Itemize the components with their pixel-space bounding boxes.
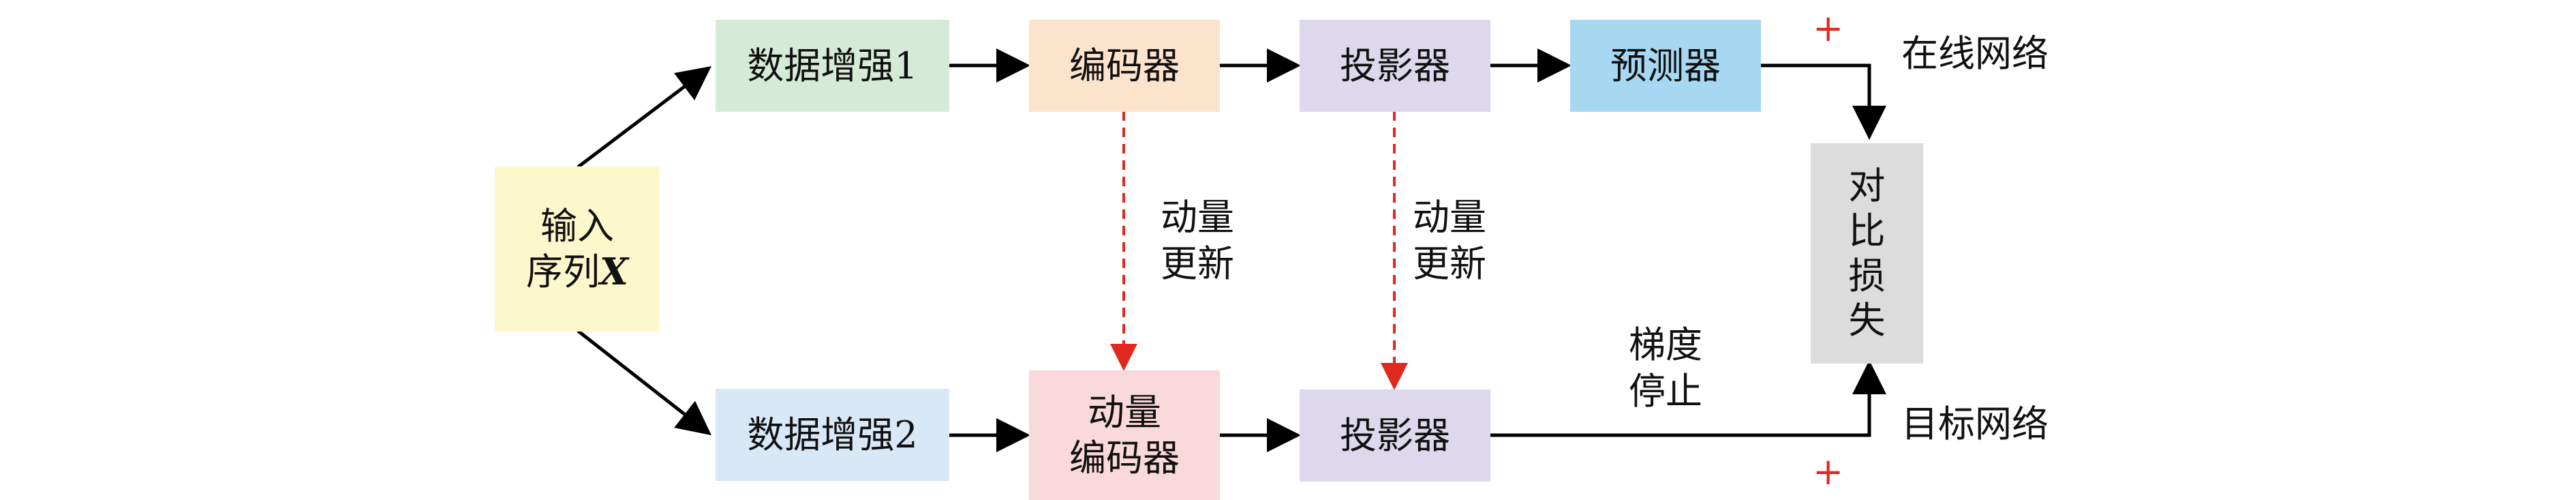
online-network-label: 在线网络 <box>1901 32 2049 75</box>
arrow-projector-to-loss <box>1490 360 1886 437</box>
momentum-encoder-box: 动量 编码器 <box>1029 370 1220 500</box>
data-augmentation-1-box: 数据增强1 <box>716 20 949 112</box>
momentum-update-label-2: 动量 更新 <box>1413 196 1486 285</box>
momentum-update-label-1: 动量 更新 <box>1161 196 1234 285</box>
stop-gradient-label: 梯度 停止 <box>1629 323 1702 413</box>
input-line1: 输入 <box>540 204 614 248</box>
arrow-input-to-aug1 <box>577 65 711 168</box>
data-augmentation-2-box: 数据增强2 <box>716 389 949 481</box>
input-line2: 序列X <box>526 250 628 293</box>
contrastive-loss-box: 对 比 损 失 <box>1811 143 1923 364</box>
arrow-predictor-to-loss <box>1761 63 1886 140</box>
online-projector-box: 投影器 <box>1300 20 1490 112</box>
input-sequence-box: 输入 序列X <box>495 166 660 332</box>
arrow-input-to-aug2 <box>577 329 711 436</box>
target-projector-box: 投影器 <box>1300 389 1490 482</box>
predictor-box: 预测器 <box>1570 20 1761 112</box>
encoder-box: 编码器 <box>1029 20 1220 112</box>
plus-sign-top: + <box>1813 7 1844 50</box>
plus-sign-bottom: + <box>1813 450 1844 493</box>
target-network-label: 目标网络 <box>1901 402 2049 445</box>
